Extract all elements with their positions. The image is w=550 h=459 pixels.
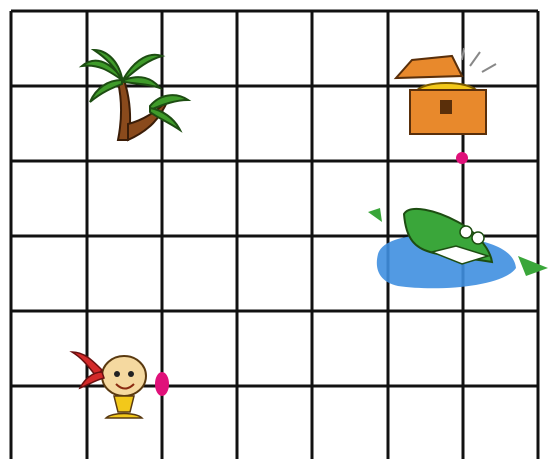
- croc-eye: [460, 226, 472, 238]
- girl-face: [102, 356, 146, 396]
- girl-eye: [128, 371, 134, 377]
- girl-body: [114, 396, 134, 412]
- chest-lock: [440, 100, 452, 114]
- girl-position-marker: [155, 372, 169, 396]
- girl-eye: [114, 371, 120, 377]
- croc-eye: [472, 232, 484, 244]
- chest-pin-marker: [456, 152, 468, 164]
